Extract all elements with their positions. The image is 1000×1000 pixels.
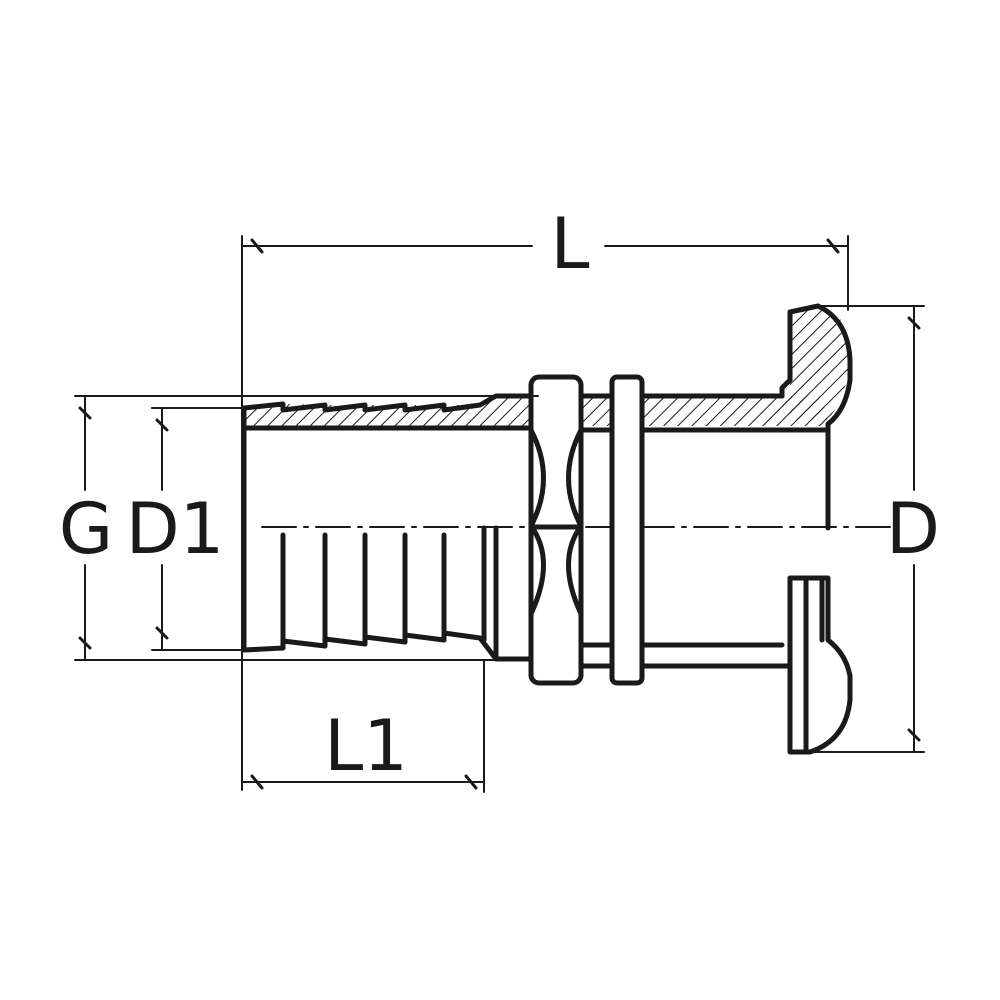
- washer: [609, 374, 645, 686]
- hex-nut: [528, 374, 584, 686]
- hose-tail: [241, 393, 539, 662]
- dimension-lines: [74, 235, 925, 793]
- label-l1: L1: [324, 705, 408, 787]
- flange: [779, 303, 853, 755]
- label-g: G: [59, 488, 113, 570]
- label-l: L: [551, 203, 590, 285]
- label-d1: D1: [126, 488, 224, 570]
- label-d: D: [886, 488, 940, 570]
- threaded-shank: [578, 393, 831, 669]
